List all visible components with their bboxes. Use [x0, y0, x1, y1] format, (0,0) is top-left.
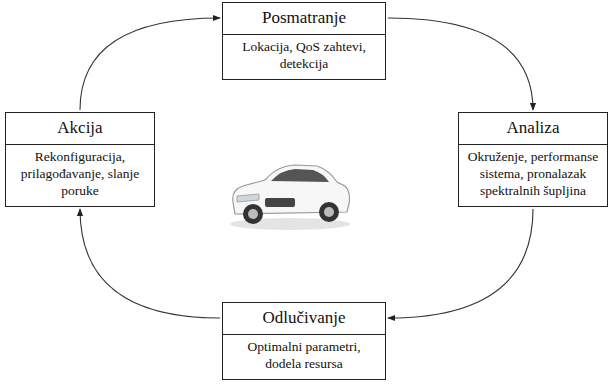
car-rim — [324, 207, 334, 217]
car-rim — [248, 209, 258, 219]
car-wheel — [243, 204, 263, 224]
box-heading: Analiza — [459, 113, 607, 145]
box-body: Okruženje, performanse sistema, pronalaz… — [459, 145, 607, 206]
box-heading: Odlučivanje — [223, 303, 385, 335]
box-heading: Posmatranje — [223, 3, 385, 35]
car-illustration — [225, 140, 355, 235]
process-box: AnalizaOkruženje, performanse sistema, p… — [458, 112, 608, 207]
box-body: Optimalni parametri, dodela resursa — [223, 335, 385, 379]
box-body: Lokacija, QoS zahtevi, detekcija — [223, 35, 385, 79]
box-body: Rekonfiguracija, prilagođavanje, slanje … — [6, 145, 154, 206]
process-box: OdlučivanjeOptimalni parametri, dodela r… — [222, 302, 386, 380]
box-heading: Akcija — [6, 113, 154, 145]
car-window — [271, 169, 329, 182]
cycle-arrow — [80, 18, 220, 110]
car-wheel — [319, 202, 339, 222]
process-box: AkcijaRekonfiguracija, prilagođavanje, s… — [5, 112, 155, 207]
process-box: PosmatranjeLokacija, QoS zahtevi, detekc… — [222, 2, 386, 80]
cycle-arrow — [80, 209, 220, 318]
car-headlight — [237, 194, 259, 202]
cycle-arrow — [388, 18, 533, 110]
car-grille — [265, 198, 295, 207]
cycle-arrow — [388, 209, 533, 318]
